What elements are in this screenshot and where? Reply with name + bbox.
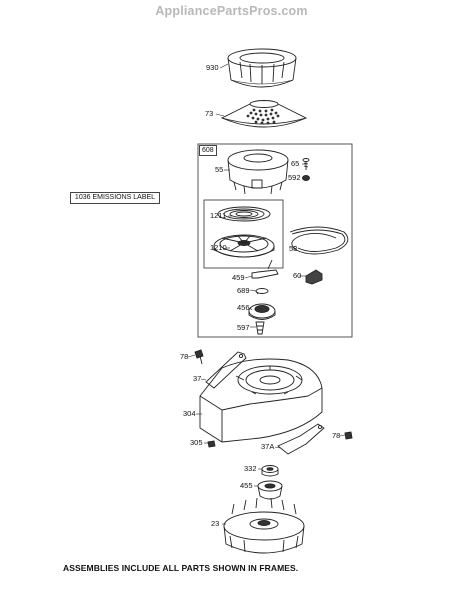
callout-65[interactable]: 65 <box>291 159 300 168</box>
part-332-nut[interactable] <box>261 465 279 477</box>
callout-459[interactable]: 459 <box>232 273 245 282</box>
callout-455[interactable]: 455 <box>240 481 253 490</box>
callout-332[interactable]: 332 <box>244 464 257 473</box>
part-58-starter-rope[interactable] <box>289 226 349 255</box>
part-23-flywheel[interactable] <box>223 497 305 554</box>
callout-58[interactable]: 58 <box>289 244 298 253</box>
callout-23[interactable]: 23 <box>211 519 220 528</box>
part-304-blower-housing[interactable] <box>199 358 323 443</box>
callout-37a[interactable]: 37A <box>261 442 275 451</box>
part-459-handle[interactable] <box>251 259 279 279</box>
leader-lines <box>187 63 346 525</box>
callout-60[interactable]: 60 <box>293 271 302 280</box>
callout-1211[interactable]: 1211 <box>210 211 227 220</box>
part-55-starter-housing[interactable] <box>227 149 289 195</box>
part-60-insert[interactable] <box>305 269 323 285</box>
callout-73[interactable]: 73 <box>205 109 214 118</box>
part-930-screen[interactable] <box>227 48 297 88</box>
part-78-bolt-upper[interactable] <box>194 349 204 365</box>
frame-608 <box>197 143 353 338</box>
part-37-bracket[interactable] <box>205 351 247 389</box>
part-73-mesh-screen[interactable] <box>220 100 308 128</box>
part-689-retainer[interactable] <box>255 288 269 295</box>
frame-608-label: 608 <box>199 145 217 156</box>
part-1211-recoil-spring[interactable] <box>217 206 271 222</box>
callout-456[interactable]: 456 <box>237 303 250 312</box>
part-1210-pulley[interactable] <box>213 234 275 258</box>
part-597-screw[interactable] <box>255 321 265 335</box>
part-37a-bracket[interactable] <box>277 423 325 455</box>
callout-55[interactable]: 55 <box>215 165 224 174</box>
callout-592[interactable]: 592 <box>288 173 301 182</box>
callout-304[interactable]: 304 <box>183 409 196 418</box>
part-592-nut[interactable] <box>302 175 310 181</box>
part-78-bolt-lower[interactable] <box>344 431 353 440</box>
frame-pulley-group <box>203 199 284 269</box>
watermark-text: AppliancePartsPros.com <box>155 4 308 18</box>
part-456-starter-clutch[interactable] <box>248 303 276 320</box>
emissions-label-box[interactable]: 1036 EMISSIONS LABEL <box>70 192 160 204</box>
callout-305[interactable]: 305 <box>190 438 203 447</box>
callout-597[interactable]: 597 <box>237 323 250 332</box>
callout-78-lower[interactable]: 78 <box>332 431 341 440</box>
callout-930[interactable]: 930 <box>206 63 219 72</box>
callout-689[interactable]: 689 <box>237 286 250 295</box>
callout-1210[interactable]: 1210 <box>210 243 227 252</box>
part-455-cup[interactable] <box>257 480 283 500</box>
part-65-screw[interactable] <box>302 158 310 171</box>
part-305-screw[interactable] <box>207 440 216 448</box>
assemblies-footnote: ASSEMBLIES INCLUDE ALL PARTS SHOWN IN FR… <box>63 563 299 573</box>
callout-78-upper[interactable]: 78 <box>180 352 189 361</box>
callout-37[interactable]: 37 <box>193 374 202 383</box>
